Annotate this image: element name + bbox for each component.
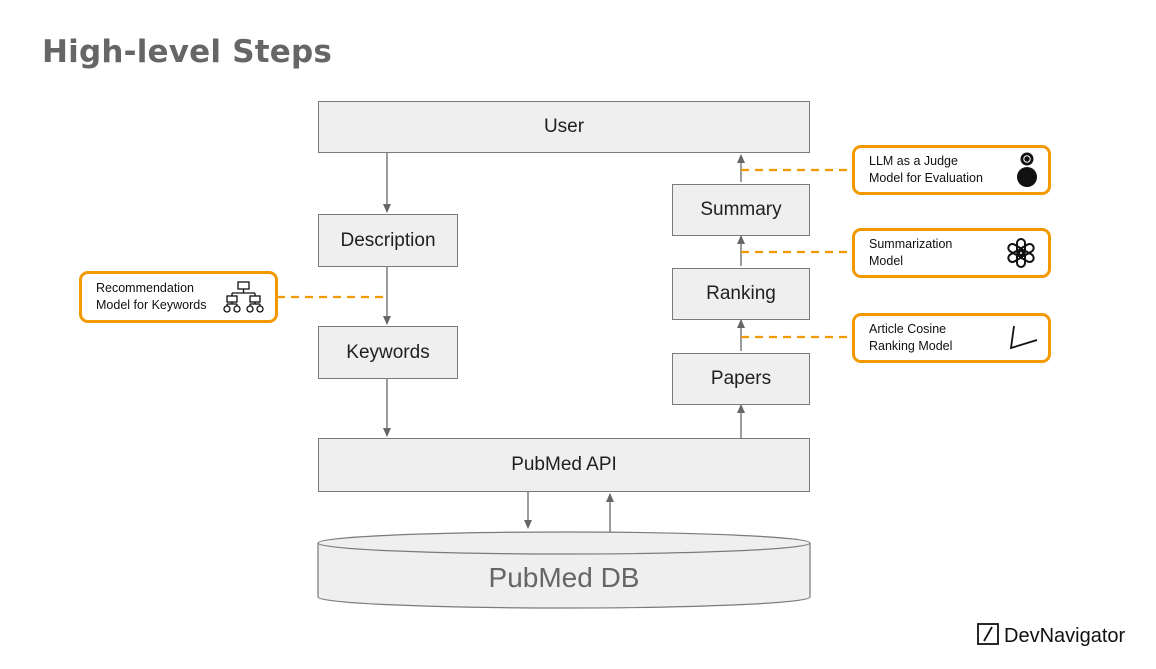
page-title: High-level Steps <box>42 34 333 70</box>
summarization-line2: Model <box>869 254 904 268</box>
keywords-box: Keywords <box>318 326 458 379</box>
slash-box-icon <box>977 623 999 650</box>
llm-judge-callout: LLM as a Judge Model for Evaluation <box>852 145 1051 195</box>
papers-box: Papers <box>672 353 810 405</box>
recommendation-callout: Recommendation Model for Keywords <box>79 271 278 323</box>
pubmed-api-box: PubMed API <box>318 438 810 492</box>
user-label: User <box>543 116 585 137</box>
judge-figure-icon <box>1014 151 1040 189</box>
cosine-line2: Ranking Model <box>869 339 953 353</box>
description-box: Description <box>318 214 458 267</box>
hierarchy-icon <box>223 281 265 313</box>
llm-judge-line1: LLM as a Judge <box>869 154 958 168</box>
keywords-label: Keywords <box>346 341 430 363</box>
devnavigator-brand: DevNavigator <box>977 623 1125 650</box>
user-box: User <box>318 101 810 153</box>
summary-label: Summary <box>700 199 782 220</box>
brand-name: DevNavigator <box>1004 625 1126 647</box>
pubmed-db-label: PubMed DB <box>488 562 640 593</box>
papers-label: Papers <box>710 368 772 389</box>
cosine-callout: Article Cosine Ranking Model <box>852 313 1051 363</box>
recommendation-line1: Recommendation <box>96 281 194 295</box>
summary-box: Summary <box>672 184 810 236</box>
ranking-label: Ranking <box>706 283 776 304</box>
summarization-callout: Summarization Model <box>852 228 1051 278</box>
angle-icon <box>1008 323 1040 353</box>
pubmed-api-label: PubMed API <box>511 454 617 475</box>
summarization-line1: Summarization <box>869 237 953 251</box>
recommendation-line2: Model for Keywords <box>96 298 207 312</box>
openai-logo-icon <box>1004 236 1038 270</box>
pubmed-db-cylinder <box>317 531 811 609</box>
llm-judge-line2: Model for Evaluation <box>869 171 983 185</box>
cosine-line1: Article Cosine <box>869 322 947 336</box>
ranking-box: Ranking <box>672 268 810 320</box>
description-label: Description <box>340 229 436 251</box>
